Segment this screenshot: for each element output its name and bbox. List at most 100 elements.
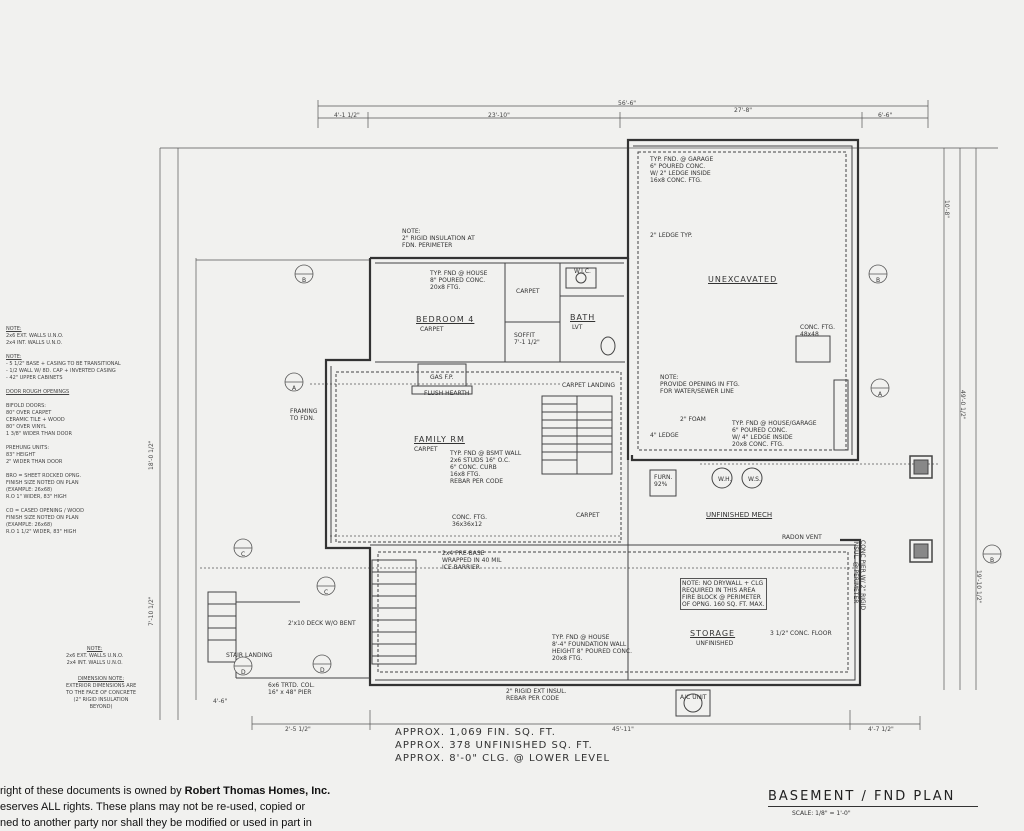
- dim-left-c: 18'-0 1/2": [148, 440, 155, 470]
- section-marker-label: B: [876, 277, 881, 284]
- room-bedroom: BEDROOM 4: [416, 315, 475, 324]
- notes-left: NOTE: 2x6 EXT. WALLS U.N.O. 2x4 INT. WAL…: [6, 326, 121, 536]
- sheet-scale: SCALE: 1/8" = 1'-0": [792, 810, 851, 817]
- notes-left-line: R.O 1 1/2" WIDER, 83" HIGH: [6, 529, 77, 535]
- dim-left-a: 4'-6": [213, 698, 228, 705]
- dimension-note: DIMENSION NOTE: EXTERIOR DIMENSIONS ARE …: [66, 676, 136, 711]
- section-marker-label: B: [302, 277, 307, 284]
- room-carpet-landing: CARPET LANDING: [562, 382, 616, 389]
- notes-left-line: CO = CASED OPENING / WOOD: [6, 508, 84, 514]
- notes-left-line: BRO = SHEET ROCKED OPNG.: [6, 473, 82, 479]
- room-storage: STORAGE: [690, 629, 736, 638]
- callout-deck: 2'x10 DECK W/O BENT: [288, 620, 356, 627]
- notes-left-line: BIFOLD DOORS:: [6, 403, 46, 409]
- notes-left-line: - 1/2 WALL W/ 8D. CAP + INVERTED CASING: [6, 368, 116, 374]
- title-block: BASEMENT / FND PLAN SCALE: 1/8" = 1'-0": [768, 789, 978, 817]
- callout-water-heater: W.H.: [718, 476, 732, 483]
- callout-ledge-4: 4" LEDGE: [650, 432, 679, 439]
- room-bedroom-floor: CARPET: [420, 326, 444, 333]
- notes-left-heading: NOTE:: [6, 326, 22, 332]
- callout-no-drywall: NOTE: NO DRYWALL + CLG REQUIRED IN THIS …: [680, 578, 767, 610]
- copyright-line1: right of these documents is owned by: [0, 785, 185, 797]
- notes-left-line: NOTE:: [6, 354, 22, 360]
- callout-ice-barrier: 2x4 PRE-BASE WRAPPED IN 40 MIL ICE BARRI…: [442, 550, 502, 571]
- notes-left-line: CERAMIC TILE + WOOD: [6, 417, 65, 423]
- notes-left-line: 2" WIDER THAN DOOR: [6, 459, 63, 465]
- notes-left-line: - 5 1/2" BASE + CASING TO BE TRANSITIONA…: [6, 361, 121, 367]
- section-marker-label: D: [320, 667, 325, 674]
- room-storage-floor: UNFINISHED: [696, 640, 734, 647]
- copyright-line3: ned to another party nor shall they be m…: [0, 817, 312, 829]
- callout-rigid-insulation: NOTE: 2" RIGID INSULATION AT FDN. PERIME…: [402, 228, 475, 249]
- approx-ceiling: APPROX. 8'-0" CLG. @ LOWER LEVEL: [395, 753, 611, 764]
- section-marker-label: B: [990, 557, 995, 564]
- notes-left-line: FINISH SIZE NOTED ON PLAN: [6, 515, 79, 521]
- callout-house-foundation: TYP. FND @ HOUSE 8'-4" FOUNDATION WALL H…: [552, 634, 633, 662]
- callout-conc-ftg-right: CONC. FTG. 48x48: [800, 324, 835, 338]
- dimension-note-line: EXTERIOR DIMENSIONS ARE: [66, 683, 137, 689]
- callout-conc-floor: 3 1/2" CONC. FLOOR: [770, 630, 832, 637]
- dim-top-left: 4'-1 1/2": [334, 112, 360, 119]
- notes-left-line: [6, 382, 121, 389]
- notes-left-line: [6, 347, 121, 354]
- notes-left-line: [6, 501, 121, 508]
- copyright-line2: eserves ALL rights. These plans may not …: [0, 801, 306, 813]
- section-marker-label: A: [878, 391, 883, 398]
- approx-unfinished: APPROX. 378 UNFINISHED SQ. FT.: [395, 740, 593, 751]
- dim-bottom-right: 4'-7 1/2": [868, 726, 894, 733]
- callout-foam: 2" FOAM: [680, 416, 706, 423]
- section-marker-label: C: [241, 551, 246, 558]
- dim-right-c: 19'-10 1/2": [975, 570, 982, 604]
- notes-left-line: DOOR ROUGH OPENINGS: [6, 389, 70, 395]
- notes-left-line: - 42" UPPER CABINETS: [6, 375, 63, 381]
- room-family-floor: CARPET: [414, 446, 438, 453]
- notes-left-line: PREHUNG UNITS:: [6, 445, 50, 451]
- notes-left-line: 80" OVER VINYL: [6, 424, 47, 430]
- section-marker-label: C: [324, 589, 329, 596]
- notes-left-line: 2x4 INT. WALLS U.N.O.: [6, 340, 63, 346]
- approx-finished: APPROX. 1,069 FIN. SQ. FT.: [395, 727, 556, 738]
- notes-left-line: (EXAMPLE: 26x68): [6, 487, 53, 493]
- notes-left-line: 2x6 EXT. WALLS U.N.O.: [6, 333, 64, 339]
- dim-top-right: 27'-8": [734, 107, 753, 114]
- callout-bsmt-wall: TYP. FND @ BSMT WALL 2x6 STUDS 16" O.C. …: [450, 450, 522, 485]
- notes-left-line: FINISH SIZE NOTED ON PLAN: [6, 480, 79, 486]
- copyright-notice: right of these documents is owned by Rob…: [0, 783, 330, 831]
- callout-flush-hearth: FLUSH HEARTH: [424, 390, 470, 397]
- callout-radon: RADON VENT: [782, 534, 822, 541]
- callout-ac-unit: A/C UNIT: [680, 694, 707, 701]
- dimension-note-line: TO THE FACE OF CONCRETE: [66, 690, 137, 696]
- sheet-title: BASEMENT / FND PLAN: [768, 789, 978, 807]
- callout-ledge-typ: 2" LEDGE TYP.: [650, 232, 693, 239]
- callout-framing-fdn: FRAMING TO FDN.: [290, 408, 318, 422]
- dim-bottom-total: 45'-11": [612, 726, 634, 733]
- section-marker-label: A: [292, 385, 297, 392]
- room-unexcavated: UNEXCAVATED: [708, 275, 778, 284]
- section-marker-label: D: [241, 669, 246, 676]
- callout-gas-fp: GAS F.P.: [430, 374, 454, 381]
- callout-soffit: SOFFIT 7'-1 1/2": [514, 332, 540, 346]
- callout-house-garage: TYP. FND @ HOUSE/GARAGE 6" POURED CONC. …: [732, 420, 817, 448]
- callout-deck-pier: 6x6 TRTD. COL. 16" x 48" PIER: [268, 682, 315, 696]
- callout-pier-right: CONC PIER W/ 2" RIGID INSUL. @ PERIMETER: [852, 540, 866, 611]
- approx-area-notes: APPROX. 1,069 FIN. SQ. FT. APPROX. 378 U…: [395, 726, 610, 765]
- room-wic: W.I.C.: [574, 268, 591, 275]
- notes-left-line: [6, 438, 121, 445]
- dimension-note-heading: DIMENSION NOTE:: [77, 676, 125, 682]
- notes-left-line: 80" OVER CARPET: [6, 410, 52, 416]
- room-bath: BATH: [570, 313, 596, 322]
- copyright-owner: Robert Thomas Homes, Inc.: [184, 785, 331, 797]
- notes-left-line: 83" HEIGHT: [6, 452, 36, 458]
- room-family: FAMILY RM: [414, 435, 465, 444]
- dim-right-b: 49'-0 1/2": [959, 390, 966, 420]
- callout-house-footing: TYP. FND @ HOUSE 8" POURED CONC. 20x8 FT…: [430, 270, 488, 291]
- notes-left-line: [6, 466, 121, 473]
- callout-water-softener: W.S.: [748, 476, 761, 483]
- dimension-note-line: BEYOND): [89, 704, 113, 710]
- dim-right-a: 10'-8": [943, 200, 950, 219]
- callout-stair-landing: STAIR LANDING: [226, 652, 273, 659]
- dim-left-b: 7'-10 1/2": [148, 596, 155, 626]
- dim-top-far-right: 6'-6": [878, 112, 893, 119]
- notes-left-line: [6, 396, 121, 403]
